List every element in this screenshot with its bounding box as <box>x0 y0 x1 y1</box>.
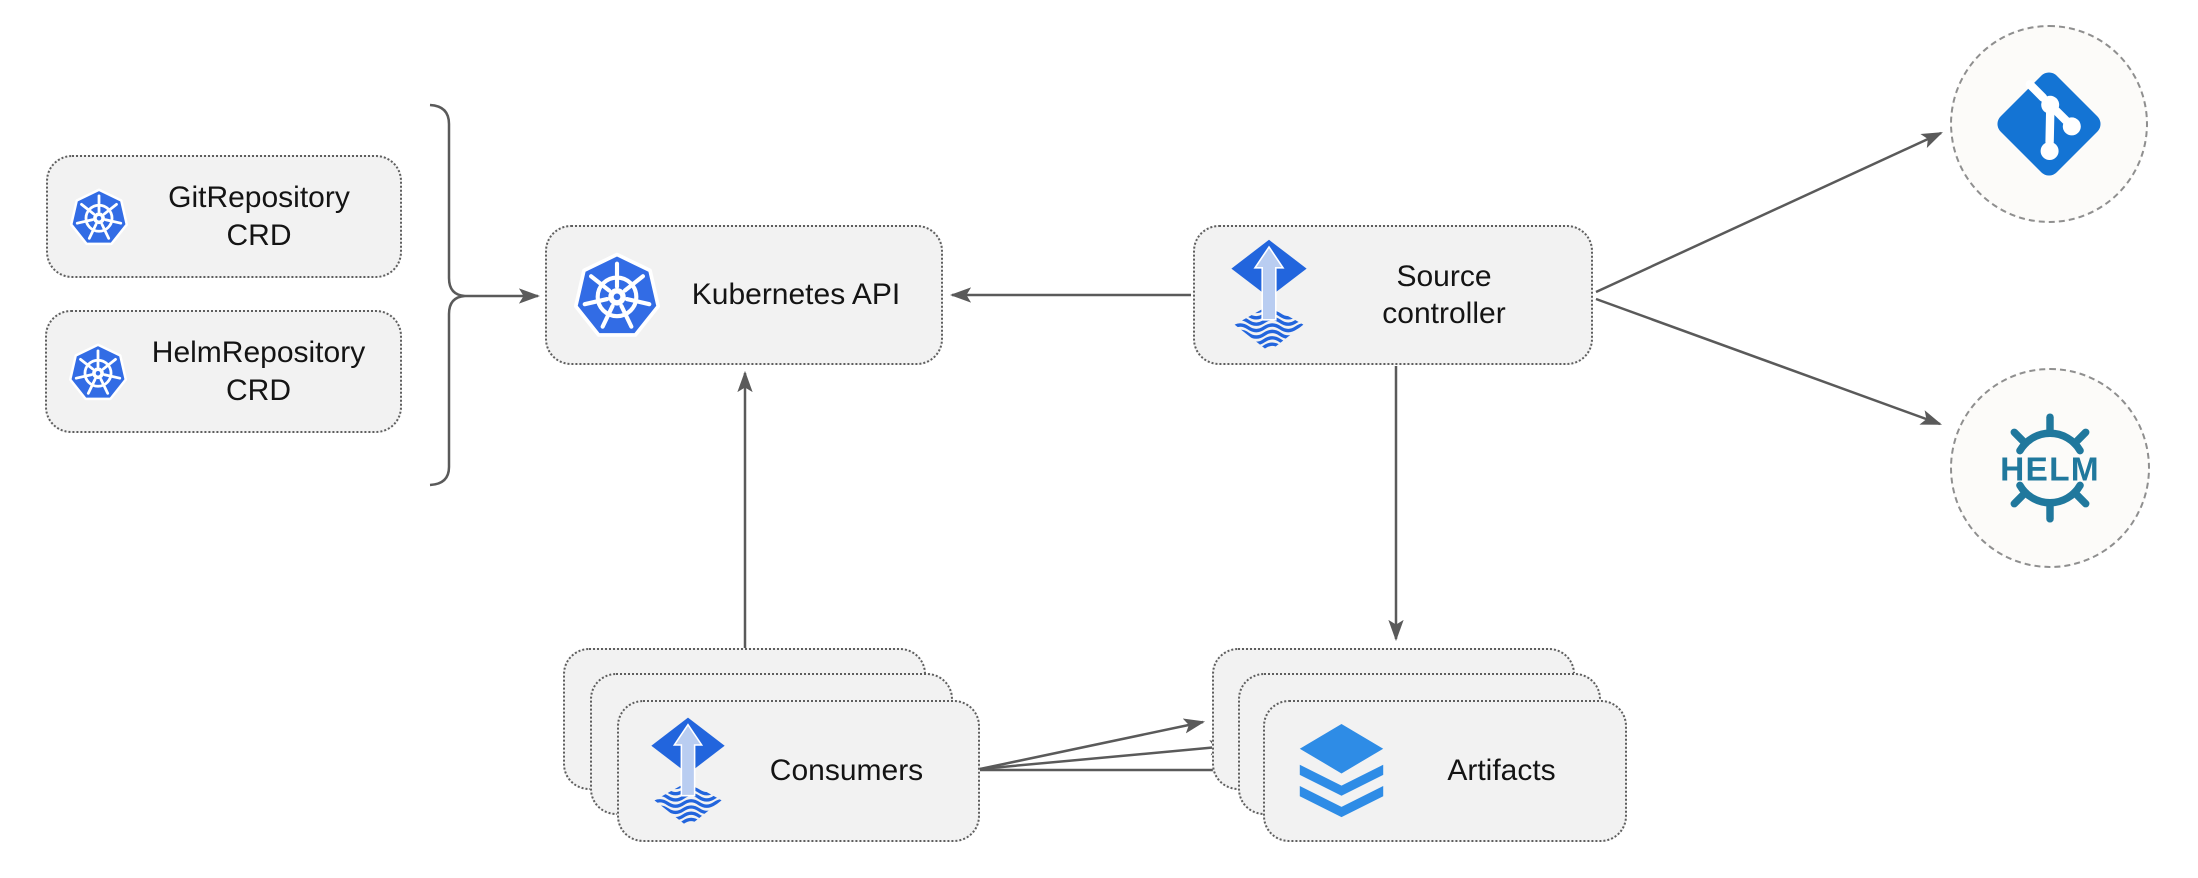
node-label: Artifacts <box>1447 754 1556 788</box>
node-label: Consumers <box>769 754 924 788</box>
node-git-repository-crd: GitRepository CRD <box>46 155 402 278</box>
edge-source-controller-to-helm <box>1595 297 1942 426</box>
node-helm-endpoint: HELM <box>1950 368 2150 568</box>
node-artifacts: Artifacts <box>1263 700 1627 842</box>
edge-source-controller-to-git <box>1595 131 1943 294</box>
node-label: HelmRepository CRD <box>151 336 366 407</box>
flux-icon <box>649 713 727 830</box>
kubernetes-icon <box>69 187 129 245</box>
git-icon <box>1997 72 2101 176</box>
kubernetes-icon <box>68 342 128 400</box>
layers-icon <box>1299 723 1384 817</box>
edge-consumers-to-artifacts-2 <box>979 740 1232 771</box>
brace-crds <box>429 103 466 487</box>
node-label: GitRepository CRD <box>168 181 350 252</box>
kubernetes-icon <box>571 249 663 341</box>
node-helm-repository-crd: HelmRepository CRD <box>45 310 402 433</box>
node-git-endpoint <box>1950 25 2148 223</box>
node-consumers: Consumers <box>617 700 980 842</box>
node-label: Kubernetes API <box>691 278 901 312</box>
helm-wordmark: HELM <box>2000 451 2100 488</box>
node-kubernetes-api: Kubernetes API <box>545 225 943 365</box>
edge-consumers-to-artifacts-1 <box>979 718 1206 771</box>
flux-icon <box>1229 235 1309 355</box>
node-source-controller: Source controller <box>1193 225 1593 365</box>
node-label: Source controller <box>1382 259 1506 331</box>
helm-icon: HELM <box>2000 413 2100 523</box>
